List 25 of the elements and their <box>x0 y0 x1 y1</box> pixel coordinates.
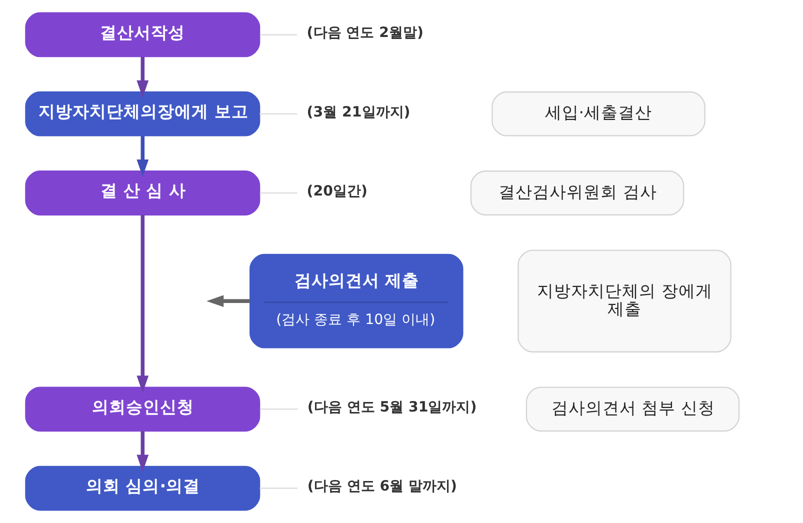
node-box: 검사의견서 첨부 신청 <box>526 386 740 432</box>
arrow <box>136 215 149 393</box>
node-box: 결 산 심 사 <box>25 170 260 216</box>
arrow <box>136 136 149 177</box>
connector <box>260 113 298 114</box>
node-text: (다음 연도 2월말) <box>306 25 424 42</box>
node-box: 지방자치단체의 장에게 제출 <box>518 250 732 352</box>
node-box: 의회 심의·의결 <box>25 466 260 511</box>
arrow <box>136 56 149 98</box>
node-text: (20일간) <box>306 183 368 200</box>
arrow <box>206 295 250 308</box>
node-box: 세입·세출결산 <box>492 91 706 136</box>
arrow <box>136 431 149 472</box>
node-box: 결산서작성 <box>25 12 260 58</box>
connector <box>260 488 298 489</box>
connector <box>260 408 298 410</box>
node-text: (3월 21일까지) <box>306 104 410 120</box>
connector <box>260 34 298 36</box>
connector <box>260 192 298 194</box>
node-box: 의회승인신청 <box>25 386 260 432</box>
node-box: 결산검사위원회 검사 <box>470 170 684 216</box>
node-box: 검사의견서 제출 (검사 종료 후 10일 이내) <box>250 254 464 348</box>
node-text: (다음 연도 5월 31일까지) <box>307 400 477 416</box>
node-text: (다음 연도 6월 말까지) <box>307 478 457 495</box>
node-box: 지방자치단체의장에게 보고 <box>25 91 260 136</box>
